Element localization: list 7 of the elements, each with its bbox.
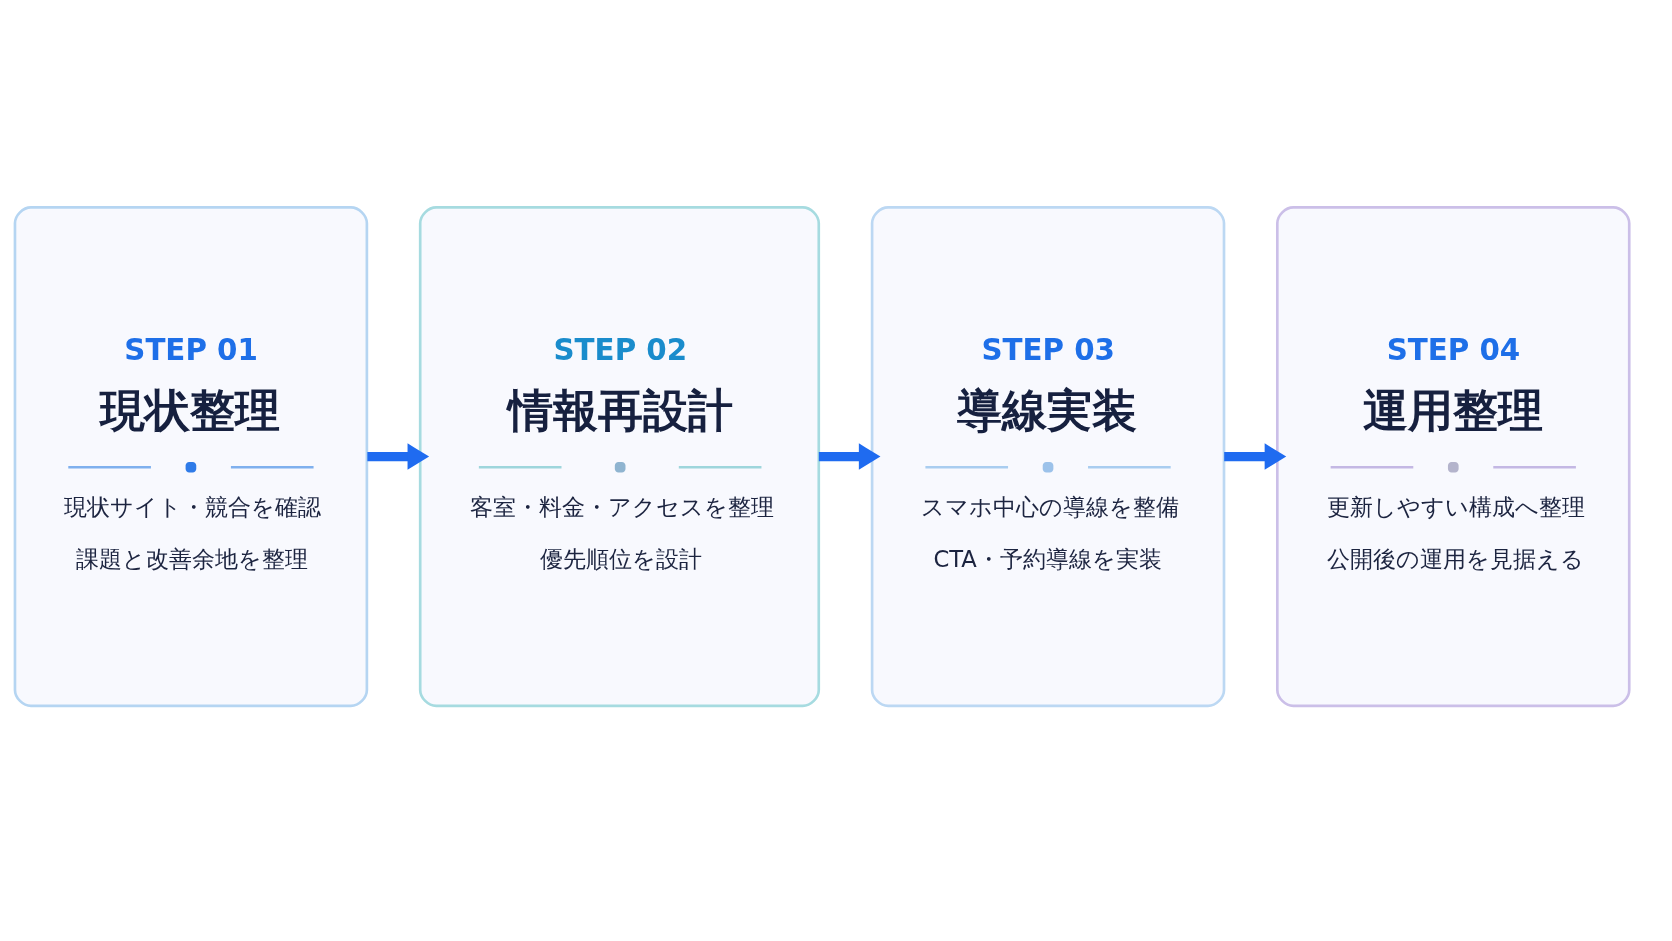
arrow (818, 442, 880, 470)
arrow (1223, 442, 1286, 470)
node-box: STEP 02 情報再設計 客室・料金・アクセスを整理 優先順位を設計 (418, 205, 820, 707)
node-box: STEP 04 運用整理 更新しやすい構成へ整理 公開後の運用を見据える (1275, 205, 1631, 707)
node-box: STEP 03 導線実装 スマホ中心の導線を整備 CTA・予約導線を実装 (870, 205, 1225, 707)
arrow (366, 442, 429, 470)
node-box: STEP 01 現状整理 現状サイト・競合を確認 課題と改善余地を整理 (13, 205, 368, 707)
